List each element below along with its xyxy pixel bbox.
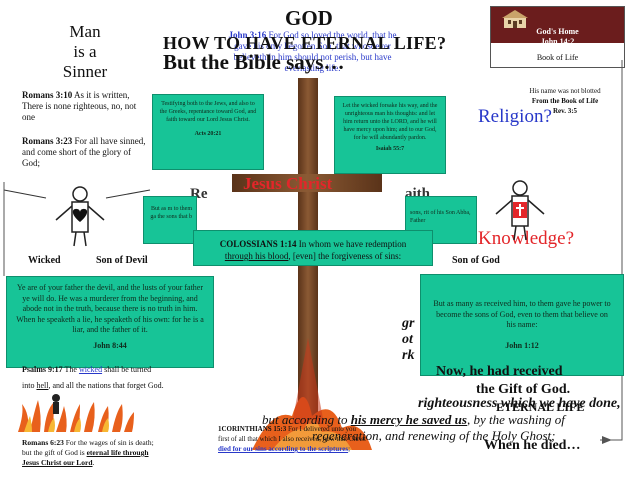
romans-6-23-eternal-life: eternal life through: [86, 448, 149, 457]
titus-3-5-line2: regeneration, and renewing of the Holy G…: [312, 428, 555, 444]
john-8-44-text: Ye are of your father the devil, and the…: [16, 283, 204, 334]
romans-3-10-ref: Romans 3:10: [22, 90, 73, 100]
psalms-9-17-text2: shall be turned: [104, 365, 152, 374]
mansion-icon: [502, 10, 528, 28]
romans-6-23-text1: For the wages of sin is death;: [65, 438, 154, 447]
romans-3-23-verse: Romans 3:23 For all have sinned, and com…: [22, 136, 147, 169]
isaiah-55-7-box: Let the wicked forsake his way, and the …: [334, 96, 446, 174]
romans-6-23-ref: Romans 6:23: [22, 438, 64, 447]
psalms-9-17-text1: The: [64, 365, 77, 374]
john-1-12-text: But as many as received him, to them gav…: [433, 299, 611, 329]
eternal-life-label: ETERNAL LIFE: [496, 400, 585, 414]
romans-3-23-ref: Romans 3:23: [22, 136, 73, 146]
not-blotted-note: His name was not blotted From the Book o…: [500, 86, 630, 116]
when-he-died: When he died…: [484, 438, 581, 453]
john-8-44-box: Ye are of your father the devil, and the…: [6, 276, 214, 368]
not-blotted-line1: His name was not blotted: [529, 87, 601, 95]
romans-3-10-verse: Romans 3:10 As it is written, There is n…: [22, 90, 147, 123]
corinthians-15-3-verse: 1CORINTHIANS 15:3 For I delivered unto y…: [218, 424, 418, 454]
man-heading-line1: Man: [69, 22, 101, 41]
left-arrow-lines: [3, 189, 151, 199]
colossians-1-14-box: COLOSSIANS 1:14 In whom we have redempti…: [193, 230, 433, 266]
god-title: GOD: [285, 6, 333, 30]
how-to-heading: HOW TO HAVE ETERNAL LIFE?: [163, 33, 447, 53]
corinthians-15-3-ref: 1CORINTHIANS 15:3: [218, 425, 287, 433]
bible-says-heading: But the Bible says…: [163, 50, 345, 74]
gods-home-ref: John 14:2: [540, 37, 575, 46]
son-of-devil-label: Son of Devil: [96, 255, 148, 266]
colossians-1-14-text2: , [even] the forgiveness of sins:: [288, 251, 402, 261]
titus-3-5-line1: but according to his mercy he saved us, …: [262, 412, 565, 428]
john-1-12-ref: John 1:12: [505, 340, 539, 350]
religion-question: Religion?: [478, 106, 552, 127]
hell-fire-illustration: [18, 394, 134, 432]
his-mercy-saved-us: his mercy he saved us: [350, 412, 467, 427]
man-heading-line2: is a: [73, 42, 97, 61]
john-3-16-ref: John 3:16: [228, 30, 267, 40]
acts-20-21-box: Testifying both to the Jews, and also to…: [152, 94, 264, 170]
corinthians-15-3-end: ;: [348, 445, 351, 453]
titus-fragment-2: ot: [402, 332, 413, 347]
not-blotted-line2: From the Book of Life: [531, 97, 599, 105]
by-washing-of: , by the washing of: [466, 412, 565, 427]
colossians-1-14-blood: through his blood: [224, 251, 289, 261]
romans-3-10-text: As it is written, There is none righteou…: [22, 90, 137, 122]
corinthians-15-3-text2: first of all that which I also received,…: [218, 435, 366, 443]
psalms-9-17-verse: Psalms 9:17 The wicked shall be turned i…: [22, 362, 222, 394]
jesus-christ-label: Jesus Christ: [243, 174, 333, 193]
romans-6-23-lord: Jesus Christ our Lord: [22, 458, 93, 467]
saved-figure-icon: [495, 180, 545, 241]
isaiah-55-7-ref: Isaiah 55:7: [375, 146, 405, 152]
son-of-god-label: Son of God: [452, 255, 500, 266]
righteousness-line: righteousness which we have done,: [418, 396, 621, 411]
titus-fragment-1: gr: [402, 316, 415, 331]
faded-right-box-text: sons, rit of his Son Abba, Father: [410, 210, 471, 224]
romans-6-23-verse: Romans 6:23 For the wages of sin is deat…: [22, 438, 212, 468]
not-blotted-line3: Rev. 3:5: [552, 107, 578, 115]
gods-home-title: God's Home: [536, 27, 579, 36]
wicked-label: Wicked: [28, 255, 61, 266]
acts-20-21-text: Testifying both to the Jews, and also to…: [159, 101, 257, 123]
corinthians-15-3-text3: died for our sins according to the scrip…: [218, 445, 349, 453]
john-1-12-box: But as many as received him, to them gav…: [420, 274, 624, 376]
psalms-9-17-hell: hell: [36, 381, 49, 390]
psalms-9-17-text3b: , and all the nations that forget God.: [48, 381, 164, 390]
psalms-9-17-wicked: wicked: [78, 365, 103, 374]
psalms-9-17-text3a: into: [22, 381, 35, 390]
gift-of-god: the Gift of God.: [476, 382, 571, 397]
corinthians-15-3-text1: For I delivered unto you: [288, 425, 357, 433]
isaiah-55-7-text: Let the wicked forsake his way, and the …: [342, 103, 438, 141]
romans-6-23-text2a: but the gift of God is: [22, 448, 85, 457]
faded-left-box: But as m to them ga the sons that b: [143, 196, 197, 244]
psalms-9-17-ref: Psalms 9:17: [22, 365, 63, 374]
acts-20-21-ref: Acts 20:21: [194, 131, 222, 137]
colossians-1-14-text1: In whom we have redemption: [298, 239, 407, 249]
sinner-figure-icon: [55, 186, 105, 247]
regeneration-renewing: regeneration, and renewing of the Holy G…: [312, 428, 556, 443]
titus-fragment-3: rk: [402, 348, 415, 363]
book-of-life-label: Book of Life: [536, 53, 579, 62]
now-had-received: Now, he had received: [436, 364, 563, 379]
faded-left-box-text: But as m to them ga the sons that b: [150, 206, 192, 220]
john-8-44-ref: John 8:44: [93, 340, 127, 350]
romans-6-23-end: .: [92, 458, 95, 467]
john-3-16-verse: John 3:16 For God so loved the world, th…: [225, 30, 400, 74]
man-heading-line3: Sinner: [62, 62, 108, 81]
john-3-16-text: For God so loved the world, that he gave…: [233, 30, 397, 73]
but-according-to: but according to: [262, 412, 348, 427]
romans-3-23-text: For all have sinned, and come short of t…: [22, 136, 146, 168]
gods-home-box: God's Home John 14:2 Book of Life: [490, 6, 625, 68]
colossians-1-14-ref: COLOSSIANS 1:14: [219, 239, 297, 249]
